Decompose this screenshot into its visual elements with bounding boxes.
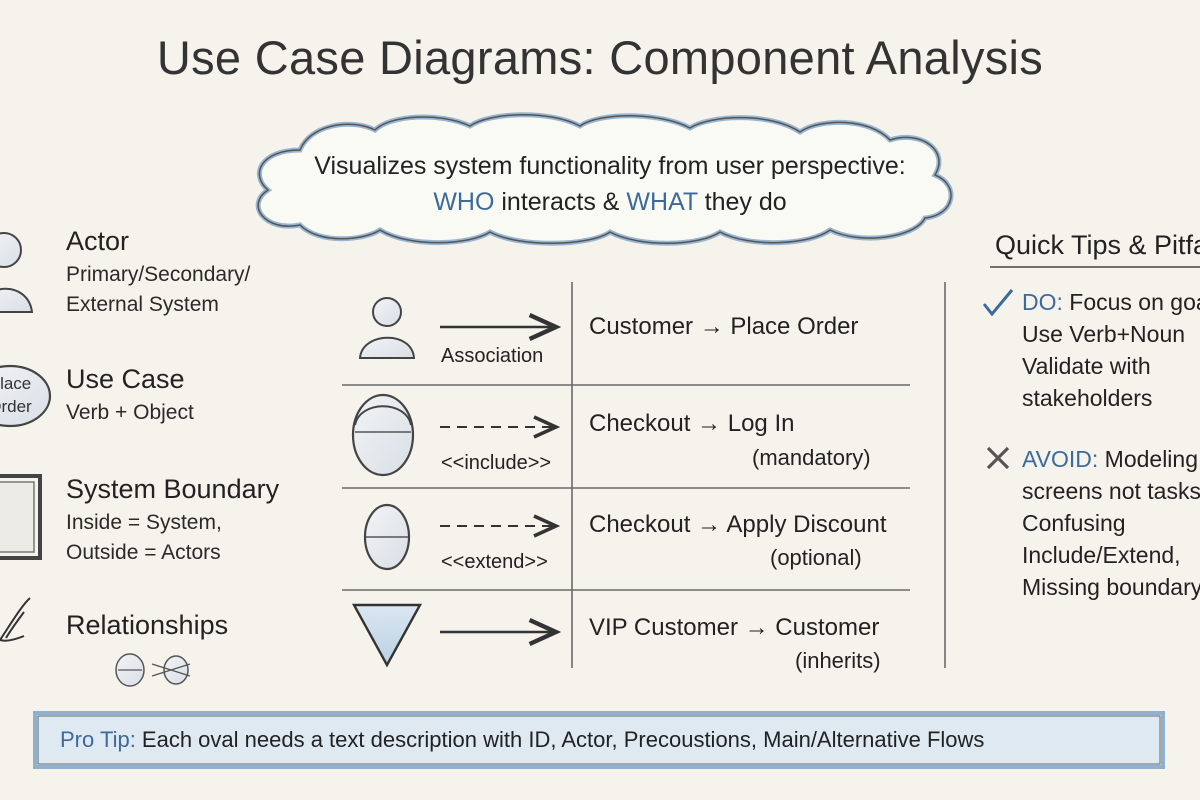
row-actor-icon bbox=[358, 297, 416, 359]
relationship-table bbox=[342, 282, 946, 668]
avoid-tip-line-1: AVOID: Modeling bbox=[1022, 443, 1200, 475]
avoid-item-4: Include/Extend, bbox=[1022, 542, 1181, 568]
use-case-oval-text: Place Order bbox=[0, 372, 50, 418]
pro-tip-label: Pro Tip: bbox=[60, 727, 136, 752]
pro-tip-banner bbox=[33, 711, 1165, 769]
system-boundary-icon bbox=[0, 474, 42, 560]
row-extend-oval-icon bbox=[363, 503, 411, 571]
do-item-2: Use Verb+Noun bbox=[1022, 321, 1186, 347]
include-label: <<include>> bbox=[441, 452, 552, 474]
include-description: Checkout → Log In bbox=[589, 410, 795, 437]
use-case-oval-text-line-2: Order bbox=[0, 397, 32, 416]
pencil-icon bbox=[0, 597, 31, 642]
system-boundary-desc-line-1: Inside = System, bbox=[66, 511, 222, 534]
extend-label: <<extend>> bbox=[441, 551, 548, 573]
do-label: DO: bbox=[1022, 289, 1063, 315]
do-item-3: Validate with bbox=[1022, 353, 1151, 379]
row-arrows bbox=[440, 327, 556, 632]
actor-icon bbox=[0, 232, 34, 313]
system-boundary-description: Inside = System, Outside = Actors bbox=[66, 508, 222, 568]
system-boundary-label: System Boundary bbox=[66, 474, 280, 504]
extend-note: (optional) bbox=[770, 545, 862, 570]
actor-desc-line-1: Primary/Secondary/ bbox=[66, 263, 251, 286]
summary-what: WHAT bbox=[626, 188, 698, 216]
tips-title: Quick Tips & Pitfalls bbox=[995, 230, 1200, 260]
do-tip-line-1: DO: Focus on goals bbox=[1022, 286, 1200, 318]
relationship-mini-icons bbox=[115, 653, 191, 687]
association-description: Customer → Place Order bbox=[589, 313, 859, 340]
do-item-4: stakeholders bbox=[1022, 385, 1153, 411]
row-include-oval-icon bbox=[351, 393, 415, 477]
generalization-note: (inherits) bbox=[795, 648, 881, 673]
summary-cloud bbox=[255, 112, 954, 246]
row-generalization-triangle-icon bbox=[351, 603, 423, 668]
use-case-oval-icon bbox=[0, 364, 52, 428]
avoid-item-5: Missing boundary bbox=[1022, 574, 1200, 600]
pro-tip-body: Each oval needs a text description with … bbox=[135, 727, 985, 752]
use-case-oval-text-line-1: Place bbox=[0, 374, 32, 393]
check-icon bbox=[982, 289, 1014, 317]
summary-end: they do bbox=[697, 188, 787, 216]
avoid-label: AVOID: bbox=[1022, 446, 1099, 472]
summary-line-1: Visualizes system functionality from use… bbox=[314, 152, 906, 180]
association-label: Association bbox=[441, 345, 544, 367]
use-case-label: Use Case bbox=[66, 364, 185, 394]
include-note: (mandatory) bbox=[752, 445, 871, 470]
do-tips: DO: Focus on goals Use Verb+Noun Validat… bbox=[1022, 286, 1200, 414]
avoid-item-1: Modeling bbox=[1104, 446, 1198, 472]
use-case-description: Verb + Object bbox=[66, 401, 194, 424]
system-boundary-desc-line-2: Outside = Actors bbox=[66, 541, 221, 564]
avoid-item-3: Confusing bbox=[1022, 510, 1126, 536]
actor-desc-line-2: External System bbox=[66, 293, 219, 316]
summary-middle: interacts & bbox=[494, 188, 627, 216]
page-title: Use Case Diagrams: Component Analysis bbox=[156, 31, 1044, 84]
generalization-description: VIP Customer → Customer bbox=[589, 614, 880, 641]
extend-description: Checkout → Apply Discount bbox=[589, 511, 887, 538]
cross-icon bbox=[986, 446, 1010, 470]
summary-who: WHO bbox=[433, 188, 495, 216]
relationships-label: Relationships bbox=[66, 610, 229, 640]
avoid-item-2: screens not tasks bbox=[1022, 478, 1200, 504]
do-item-1: Focus on goals bbox=[1069, 289, 1200, 315]
pro-tip-text: Pro Tip: Each oval needs a text descript… bbox=[60, 727, 984, 753]
summary-line-2: WHO interacts & WHAT they do bbox=[270, 184, 950, 220]
actor-label: Actor bbox=[66, 226, 130, 256]
summary-text: Visualizes system functionality from use… bbox=[270, 148, 950, 220]
avoid-tips: AVOID: Modeling screens not tasks Confus… bbox=[1022, 443, 1200, 603]
actor-description: Primary/Secondary/ External System bbox=[66, 260, 250, 320]
